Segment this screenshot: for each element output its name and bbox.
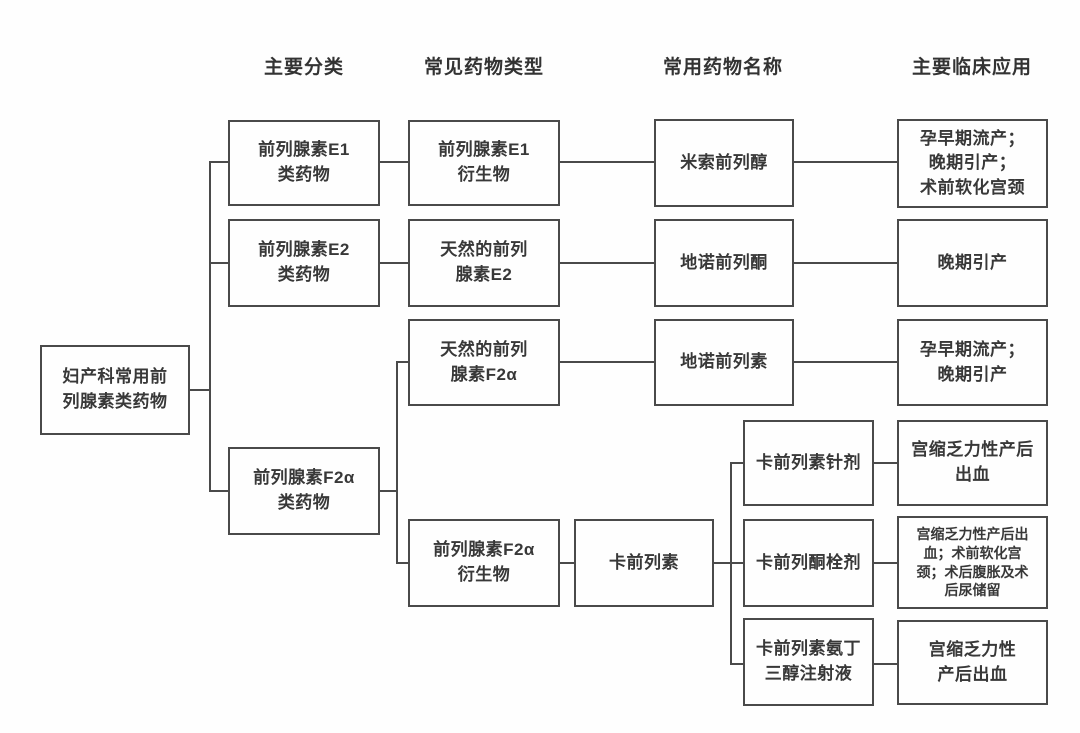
node-clinical-misoprostol: 孕早期流产； 晚期引产； 术前软化宫颈 xyxy=(897,119,1048,208)
connector-e1-to-derivative xyxy=(380,161,408,163)
node-carboprost-injection: 卡前列素针剂 xyxy=(743,420,874,506)
connector-branch-f2a-deriv xyxy=(396,562,408,564)
node-root: 妇产科常用前 列腺素类药物 xyxy=(40,345,190,435)
connector-f2a-out xyxy=(380,490,398,492)
node-clinical-injection: 宫缩乏力性产后 出血 xyxy=(897,420,1048,506)
connector-root-out xyxy=(190,389,211,391)
node-clinical-dinoprostone: 晚期引产 xyxy=(897,219,1048,307)
connector-trunk-2 xyxy=(396,361,398,564)
node-f2a-class: 前列腺素F2α 类药物 xyxy=(228,447,380,535)
connector-branch-suppository xyxy=(730,562,743,564)
connector-misoprostol-clinical xyxy=(794,161,897,163)
node-clinical-dinoprost: 孕早期流产； 晚期引产 xyxy=(897,319,1048,406)
column-header-common-drug-name: 常用药物名称 xyxy=(662,57,783,78)
node-dinoprost: 地诺前列素 xyxy=(654,319,794,406)
connector-branch-natural-f2a xyxy=(396,361,408,363)
node-e2-class: 前列腺素E2 类药物 xyxy=(228,219,380,307)
connector-e1d-to-misoprostol xyxy=(560,161,654,163)
connector-ne2-to-dinoprostone xyxy=(560,262,654,264)
connector-branch-f2a xyxy=(209,490,228,492)
connector-dinoprostone-clinical xyxy=(794,262,897,264)
node-clinical-tromethamine: 宫缩乏力性 产后出血 xyxy=(897,620,1048,705)
node-carboprost: 卡前列素 xyxy=(574,519,714,607)
connector-branch-e2 xyxy=(209,262,228,264)
connector-f2ad-to-carboprost xyxy=(560,562,574,564)
connector-suppository-clinical xyxy=(874,562,897,564)
node-e1-class: 前列腺素E1 类药物 xyxy=(228,120,380,206)
connector-branch-injection xyxy=(730,462,743,464)
connector-dinoprost-clinical xyxy=(794,361,897,363)
connector-branch-tromethamine xyxy=(730,663,743,665)
connector-injection-clinical xyxy=(874,462,897,464)
node-e1-derivative: 前列腺素E1 衍生物 xyxy=(408,120,560,206)
column-header-main-category: 主要分类 xyxy=(263,57,344,78)
node-natural-e2: 天然的前列 腺素E2 xyxy=(408,219,560,307)
node-dinoprostone: 地诺前列酮 xyxy=(654,219,794,307)
node-natural-f2a: 天然的前列 腺素F2α xyxy=(408,319,560,406)
node-misoprostol: 米索前列醇 xyxy=(654,119,794,207)
node-clinical-suppository: 宫缩乏力性产后出 血；术前软化宫 颈；术后腹胀及术 后尿储留 xyxy=(897,516,1048,609)
node-carboprost-tromethamine: 卡前列素氨丁 三醇注射液 xyxy=(743,618,874,706)
column-header-clinical-application: 主要临床应用 xyxy=(911,57,1032,78)
connector-trunk-1 xyxy=(209,161,211,492)
connector-tromethamine-clinical xyxy=(874,663,897,665)
connector-carboprost-out xyxy=(714,562,732,564)
node-f2a-derivative: 前列腺素F2α 衍生物 xyxy=(408,519,560,607)
column-header-common-drug-type: 常见药物类型 xyxy=(423,57,544,78)
connector-e2-to-natural xyxy=(380,262,408,264)
node-carboprost-suppository: 卡前列酮栓剂 xyxy=(743,519,874,607)
connector-branch-e1 xyxy=(209,161,228,163)
connector-nf2a-to-dinoprost xyxy=(560,361,654,363)
